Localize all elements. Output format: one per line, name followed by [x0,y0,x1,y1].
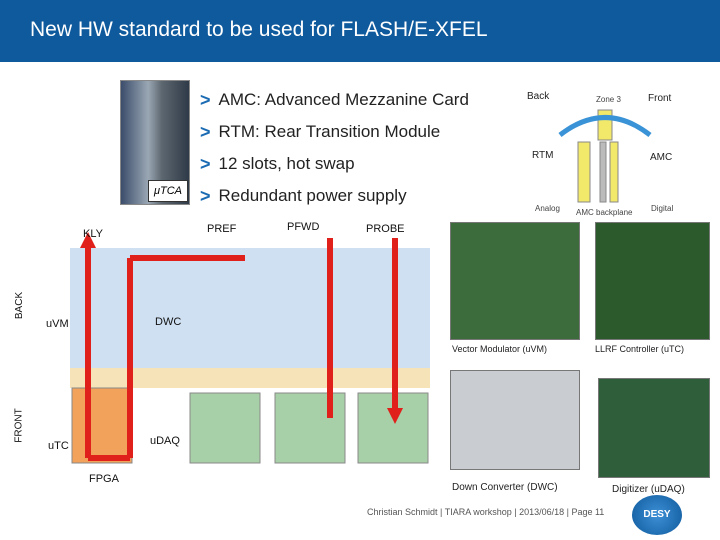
kly-label: KLY [83,228,103,240]
bullet-item: > AMC: Advanced Mezzanine Card [200,84,469,116]
llrf-board-photo [595,222,710,340]
desy-logo: DESY [632,495,682,535]
rtm-board [577,141,591,203]
utc-label: uTC [48,440,69,452]
pfwd-label: PFWD [287,221,320,233]
backplane [599,141,607,203]
amc-board [609,141,619,203]
back-side-label: BACK [14,291,26,320]
digitizer-board-photo [598,378,710,478]
vm-board-photo [450,222,580,340]
front-label: Front [648,93,672,104]
dwc-board-photo [450,370,580,470]
dwc-caption: Down Converter (DWC) [452,482,558,493]
analog-label: Analog [535,204,560,213]
footer-text: Christian Schmidt | TIARA workshop | 201… [367,507,605,517]
backplane-label: AMC backplane [576,208,633,217]
digital-label: Digital [651,204,674,213]
llrf-caption: LLRF Controller (uTC) [595,344,685,354]
curved-arrow-icon [558,115,652,137]
bullet-label: AMC: Advanced Mezzanine Card [218,90,469,109]
bullet-item: > RTM: Rear Transition Module [200,116,469,148]
pref-label: PREF [207,223,237,235]
header-bar: New HW standard to be used for FLASH/E-X… [0,0,720,62]
block-diagram [70,232,430,464]
bullet-label: Redundant power supply [218,186,407,205]
udaq-label: uDAQ [150,435,180,447]
bullet-label: 12 slots, hot swap [218,154,355,173]
udaq-block-2 [274,392,346,464]
page-title: New HW standard to be used for FLASH/E-X… [30,18,488,41]
bullet-arrow-icon: > [200,185,211,206]
back-zone [70,248,430,383]
back-label: Back [527,91,550,102]
uvm-label: uVM [46,318,69,330]
bullet-arrow-icon: > [200,153,211,174]
udaq-block-1 [189,392,261,464]
if-bus [70,368,430,388]
zone3-connector [597,109,613,141]
arrow-head-icon [80,232,96,248]
utca-logo: μTCA [148,180,188,202]
bullet-arrow-icon: > [200,121,211,142]
arrow-head-icon [387,408,403,424]
vm-caption: Vector Modulator (uVM) [452,344,548,354]
zone-diagram [558,109,652,203]
bullet-item: > 12 slots, hot swap [200,148,469,180]
front-side-label: FRONT [13,408,25,443]
bullet-arrow-icon: > [200,89,211,110]
digitizer-caption: Digitizer (uDAQ) [612,484,685,495]
dwc-label: DWC [155,316,182,328]
zone-label: Zone 3 [596,95,621,104]
bullet-item: > Redundant power supply [200,180,469,212]
rtm-label: RTM [532,150,554,161]
fpga-label: FPGA [89,473,119,485]
utc-fpga-block [71,387,133,464]
amc-label: AMC [650,152,673,163]
bullet-list: > AMC: Advanced Mezzanine Card > RTM: Re… [200,84,469,212]
probe-label: PROBE [366,223,405,235]
bullet-label: RTM: Rear Transition Module [218,122,441,141]
